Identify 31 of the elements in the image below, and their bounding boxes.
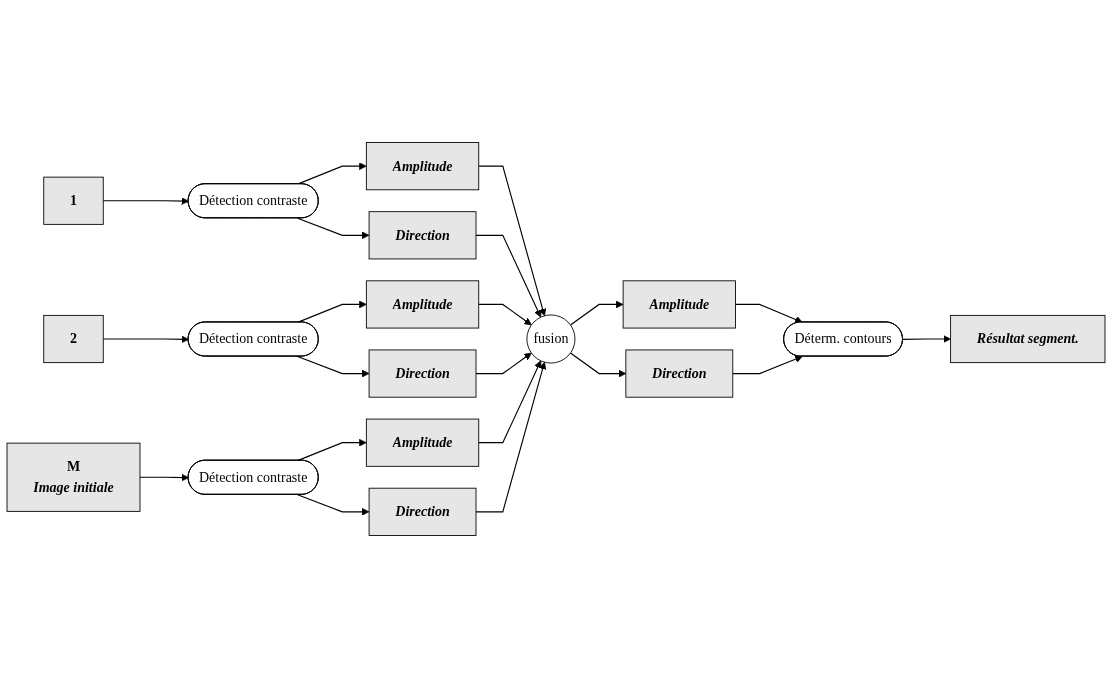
node-box: Direction xyxy=(368,211,477,260)
node-box: Direction xyxy=(625,349,734,398)
arrow xyxy=(732,355,803,375)
arrow xyxy=(569,300,624,326)
arrow xyxy=(569,352,627,378)
arrow xyxy=(297,494,370,516)
node-box: Amplitude xyxy=(365,418,480,467)
arrow xyxy=(902,335,951,343)
node-box: Amplitude xyxy=(365,142,480,191)
node-box: M Image initiale xyxy=(6,442,141,512)
arrow xyxy=(475,352,532,375)
node-box: 1 xyxy=(43,176,104,225)
node-box: Amplitude xyxy=(365,280,480,329)
arrow xyxy=(734,303,803,324)
arrow xyxy=(102,335,189,344)
arrow xyxy=(478,360,542,444)
arrow xyxy=(297,438,367,462)
arrow xyxy=(139,473,189,482)
node-box: Direction xyxy=(368,349,477,398)
arrow xyxy=(475,234,542,318)
node-box: Résultat segment. xyxy=(950,314,1106,364)
node-box: 2 xyxy=(43,314,104,364)
arrow xyxy=(475,361,547,513)
arrow xyxy=(102,197,189,205)
arrow xyxy=(478,165,547,317)
arrow xyxy=(297,217,370,240)
node-box: Amplitude xyxy=(622,280,736,329)
node-box: Direction xyxy=(368,487,477,536)
arrow xyxy=(297,355,370,378)
node-circle: fusion xyxy=(526,314,576,364)
arrow xyxy=(478,303,532,326)
